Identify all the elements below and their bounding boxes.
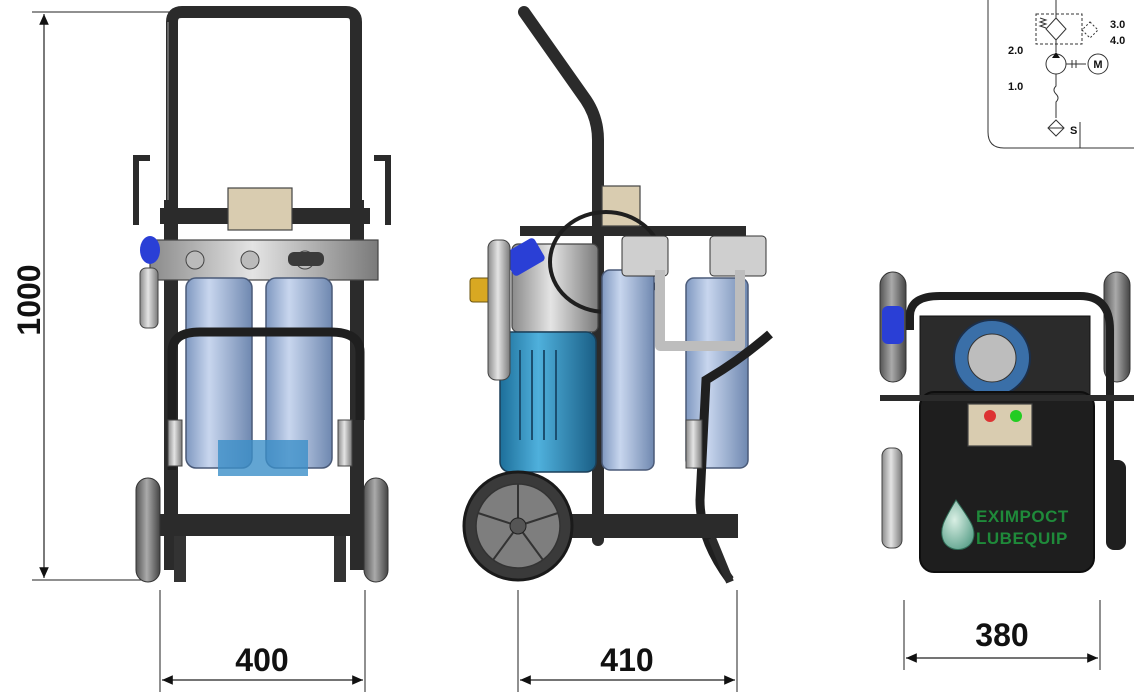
front-width-dimension: 400 <box>159 590 366 692</box>
front-width-label: 400 <box>235 642 288 678</box>
side-view <box>462 6 773 584</box>
label-1-0: 1.0 <box>1008 81 1023 93</box>
side-width-label: 410 <box>600 642 653 678</box>
brand-line-2: LUBEQUIP <box>976 529 1068 548</box>
motor-label: M <box>1093 59 1102 71</box>
rear-width-label: 380 <box>975 617 1028 653</box>
rear-width-dimension: 380 <box>903 600 1101 670</box>
side-width-dimension: 410 <box>517 590 738 692</box>
front-view <box>133 6 391 583</box>
brand-line-1: EXIMPOCT <box>976 507 1069 526</box>
height-dimension: 1000 <box>11 11 170 581</box>
hydraulic-schematic: M S 3.0 4.0 2.0 1.0 <box>987 0 1134 149</box>
label-2-0: 2.0 <box>1008 45 1023 57</box>
label-4-0: 4.0 <box>1110 35 1125 47</box>
label-3-0: 3.0 <box>1110 19 1125 31</box>
suction-label: S <box>1070 125 1077 137</box>
height-dimension-label: 1000 <box>11 264 47 335</box>
rear-view: EXIMPOCT LUBEQUIP <box>879 271 1134 573</box>
